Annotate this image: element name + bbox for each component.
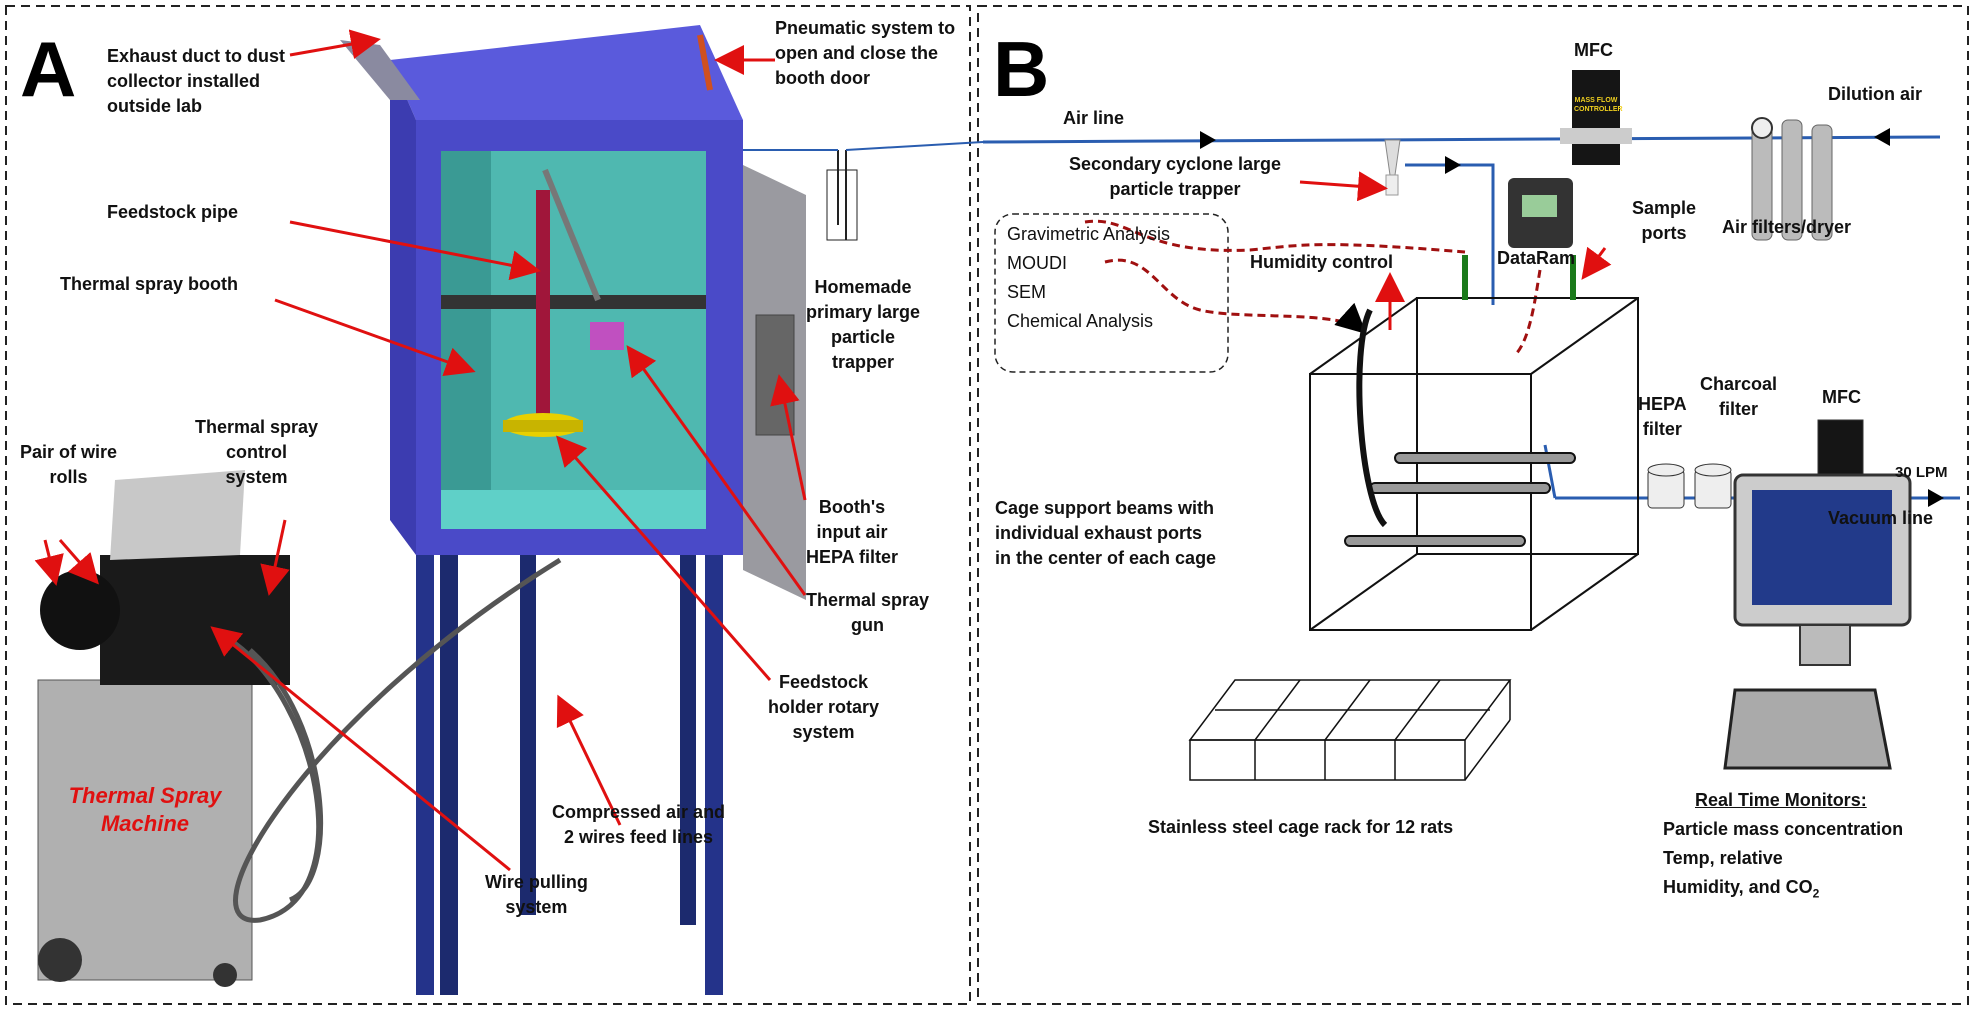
label-air-filters: Air filters/dryer xyxy=(1722,217,1852,237)
air-filters-device xyxy=(1751,117,1833,241)
panel-b-border xyxy=(977,5,1969,1005)
booth-illustration xyxy=(340,25,984,995)
label-air-line: Air line xyxy=(1063,108,1125,128)
label-cage-rack: Stainless steel cage rack for 12 rats xyxy=(1148,817,1454,837)
monitors-list: Particle mass concentration Temp, relati… xyxy=(1663,819,1904,901)
sample-ports xyxy=(1462,255,1576,300)
label-humidity-control: Humidity control xyxy=(1250,252,1393,272)
label-dataram: DataRam xyxy=(1497,248,1576,268)
label-vacuum-line: Vacuum line xyxy=(1828,508,1934,528)
cage-rack xyxy=(1188,679,1512,781)
computer-illustration xyxy=(1723,473,1912,770)
label-dilution-air: Dilution air xyxy=(1828,84,1922,104)
label-mfc-bottom: MFC xyxy=(1822,387,1861,407)
panel-a-border xyxy=(5,5,971,1005)
label-thermal-spray-booth: Thermal spray booth xyxy=(60,274,239,294)
label-flow-rate: 30 LPM xyxy=(1895,464,1948,481)
spray-machine-illustration xyxy=(37,470,562,987)
mfc-device-top xyxy=(1560,70,1632,165)
cyclone-device xyxy=(1384,139,1401,196)
flow-arrowheads xyxy=(1200,128,1944,507)
monitors-title: Real Time Monitors: xyxy=(1695,790,1867,810)
label-feedstock-pipe: Feedstock pipe xyxy=(107,202,239,222)
mfc-device-text: MASS FLOW CONTROLLER xyxy=(1574,97,1623,113)
dataram-device xyxy=(1508,178,1573,248)
panel-b-arrows xyxy=(1299,171,1612,330)
panel-a-arrows xyxy=(34,29,807,872)
panel-a-letter: A xyxy=(20,25,77,113)
dashed-links xyxy=(1084,219,1542,357)
label-mfc-top: MFC xyxy=(1574,40,1613,60)
exposure-chamber xyxy=(1309,297,1639,631)
analysis-box xyxy=(994,213,1229,373)
panel-b-letter: B xyxy=(993,25,1050,113)
